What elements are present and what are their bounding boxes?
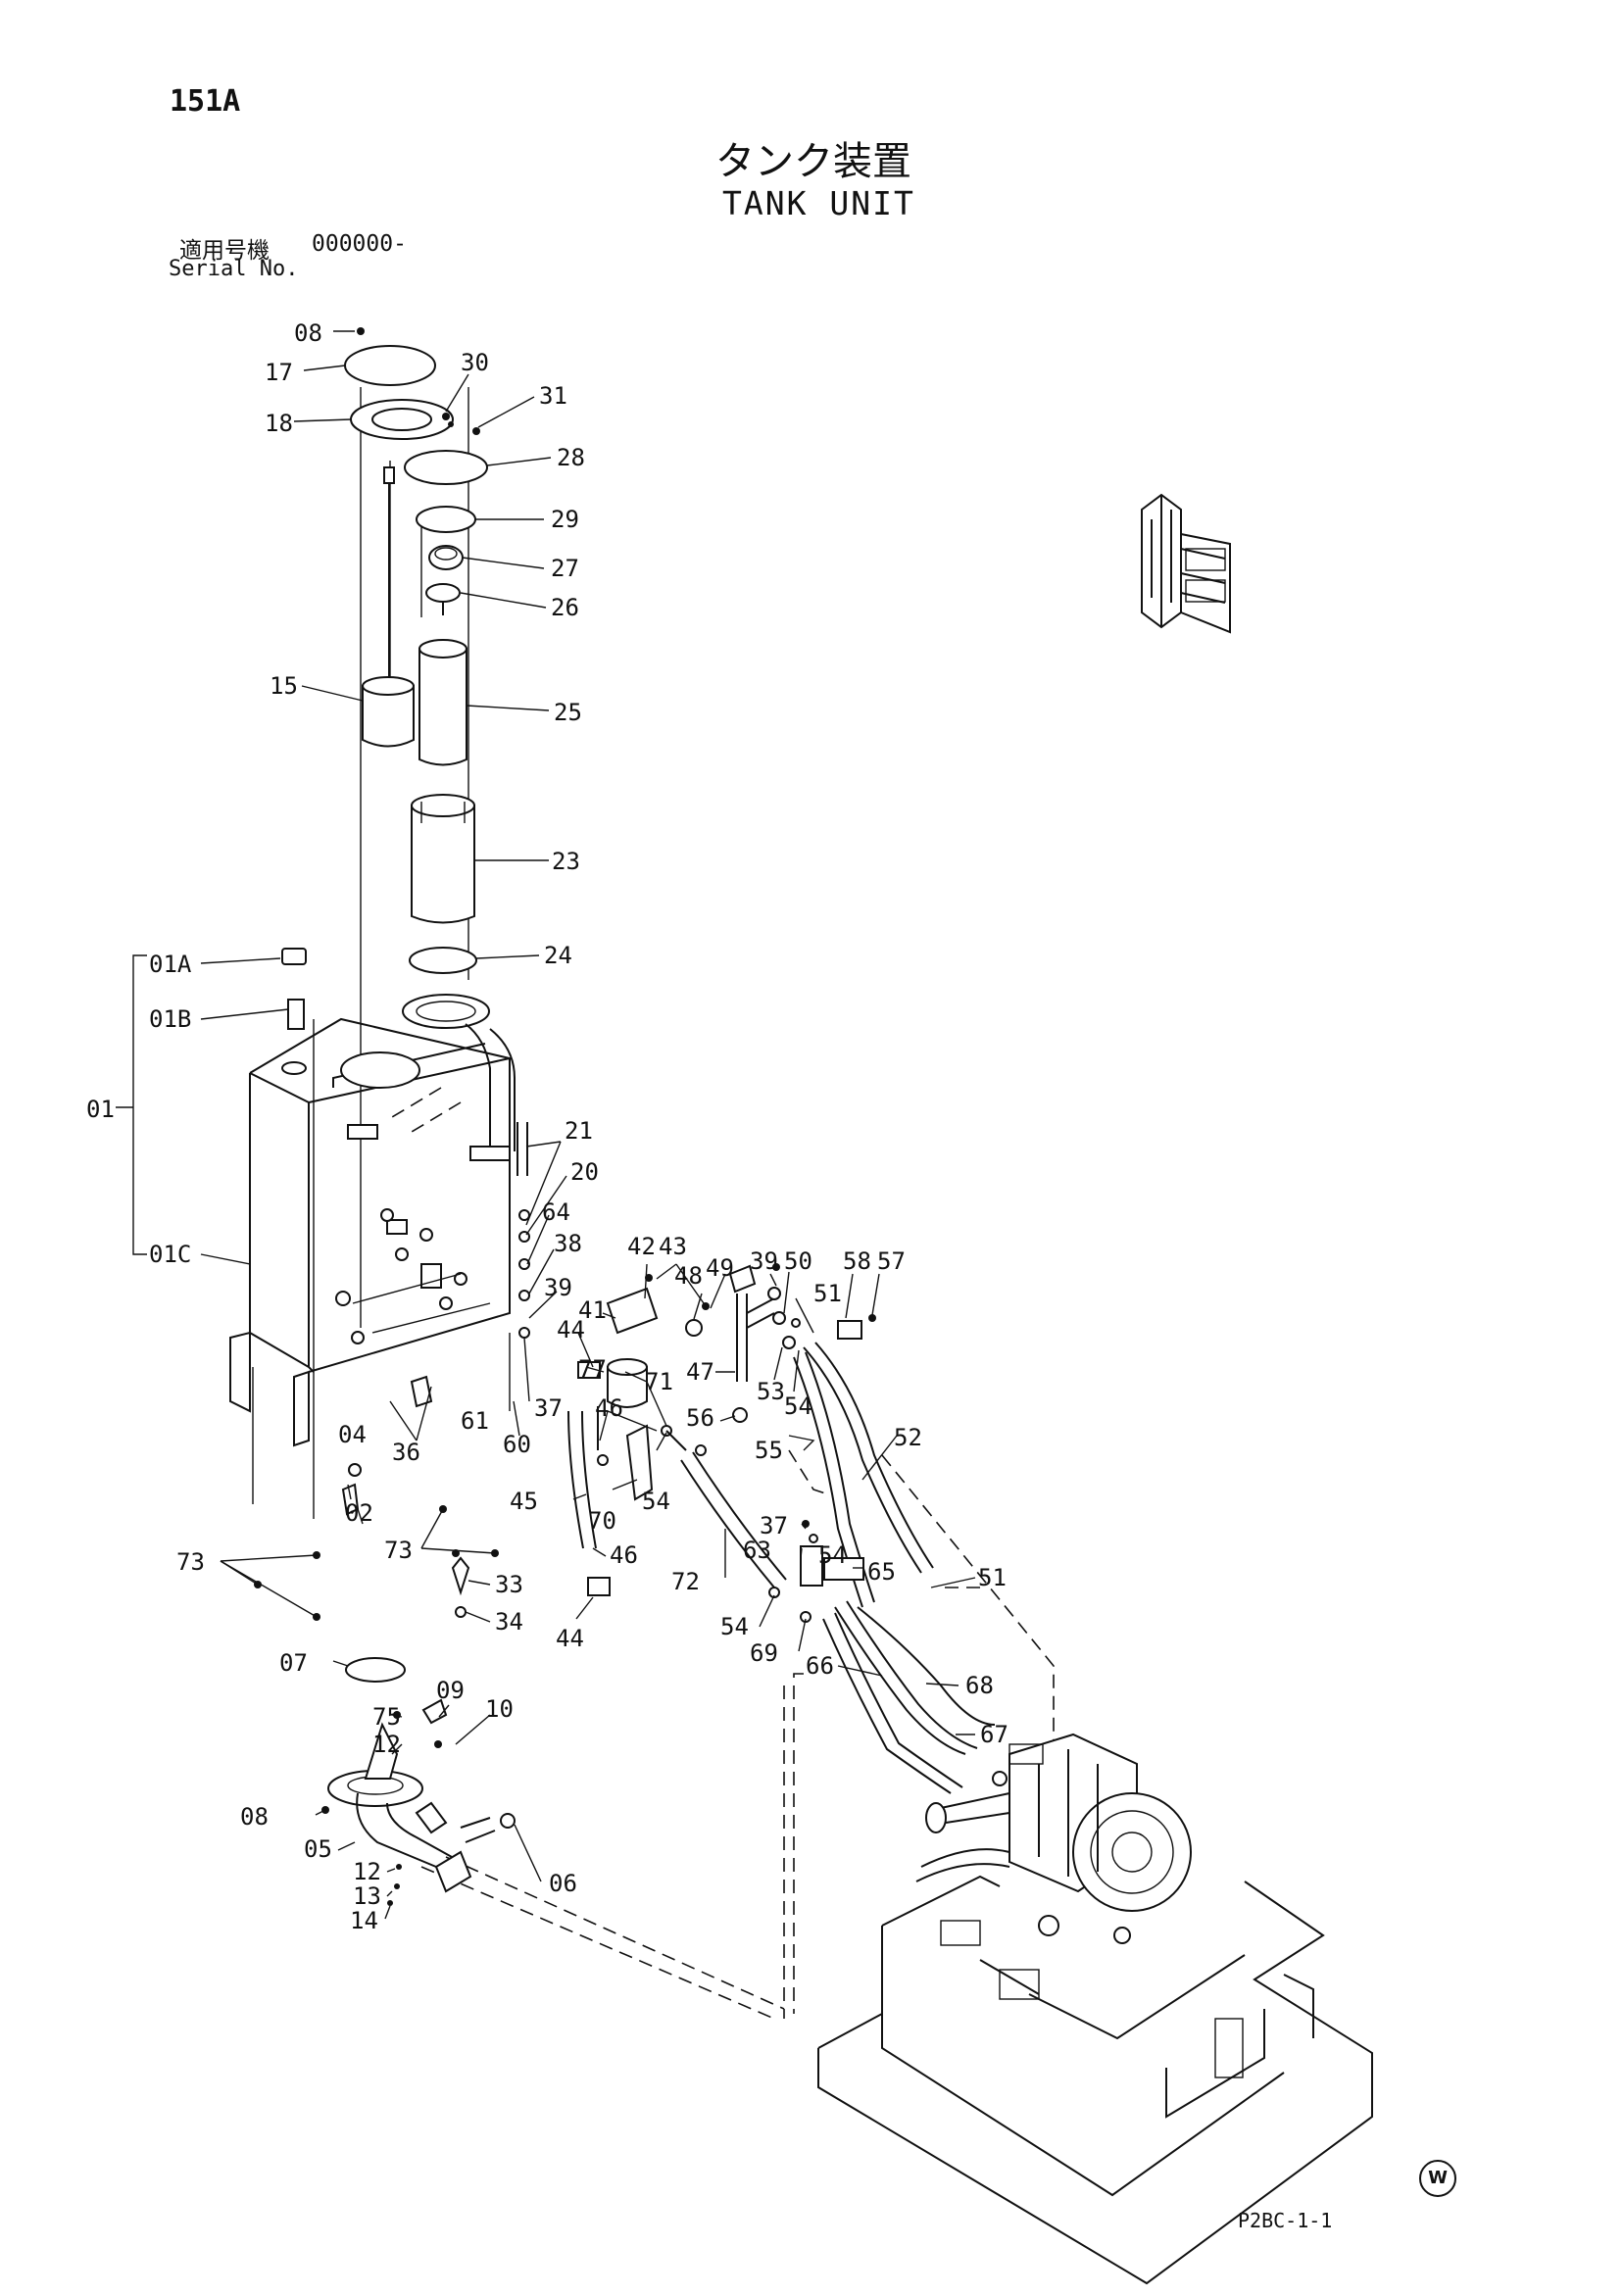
callout-28: 28 (557, 444, 585, 471)
page-title-english: TANK UNIT (722, 184, 915, 222)
callout-44b: 44 (556, 1625, 584, 1652)
pump-hoses (768, 1342, 996, 1794)
callout-64: 64 (542, 1198, 570, 1226)
callout-61: 61 (461, 1407, 489, 1435)
callout-04: 04 (338, 1421, 367, 1448)
callout-01C: 01C (149, 1241, 191, 1268)
callout-leader-lines (116, 330, 976, 1920)
callout-12b: 12 (353, 1858, 381, 1885)
callout-33: 33 (495, 1571, 523, 1598)
callout-08b: 08 (240, 1803, 269, 1831)
callout-24: 24 (544, 942, 572, 969)
callout-43: 43 (659, 1233, 687, 1260)
callout-02: 02 (345, 1499, 373, 1527)
callout-52: 52 (894, 1424, 922, 1451)
callout-29: 29 (551, 506, 579, 533)
callout-12a: 12 (372, 1731, 401, 1758)
assembly-leader-lines (420, 1449, 1055, 2020)
callout-77: 77 (578, 1355, 607, 1383)
callout-36: 36 (392, 1439, 420, 1466)
callout-53: 53 (757, 1378, 785, 1405)
suction-pipe-assembly (254, 1375, 516, 1906)
callout-01: 01 (86, 1096, 115, 1123)
callout-48: 48 (674, 1262, 703, 1290)
callout-05: 05 (304, 1835, 332, 1863)
callout-67: 67 (980, 1721, 1008, 1748)
callout-73b: 73 (384, 1537, 413, 1564)
page-number: 151A (170, 84, 241, 119)
callout-58: 58 (843, 1247, 871, 1275)
callout-55: 55 (755, 1437, 783, 1464)
hydraulic-tank-body (229, 948, 530, 1447)
return-filter-fittings (567, 1263, 876, 1596)
callout-71: 71 (645, 1368, 673, 1395)
callout-41: 41 (578, 1296, 607, 1324)
callout-37a: 37 (534, 1394, 563, 1422)
callout-39b: 39 (750, 1247, 778, 1275)
callout-60: 60 (503, 1431, 531, 1458)
callout-27: 27 (551, 555, 579, 582)
callout-63: 63 (743, 1537, 771, 1564)
callout-14: 14 (350, 1907, 378, 1934)
callout-54c: 54 (818, 1541, 847, 1569)
callout-labels: 08 17 18 30 31 28 29 27 26 15 25 23 24 0… (86, 319, 1008, 1934)
callout-23: 23 (552, 848, 580, 875)
machine-location-thumbnail (1141, 493, 1231, 634)
callout-31: 31 (539, 382, 567, 410)
callout-08a: 08 (294, 319, 322, 347)
callout-54a: 54 (784, 1392, 812, 1420)
callout-25: 25 (554, 699, 582, 726)
callout-51b: 51 (978, 1564, 1007, 1591)
callout-46b: 46 (610, 1541, 638, 1569)
callout-46a: 46 (595, 1394, 623, 1422)
callout-57: 57 (877, 1247, 906, 1275)
callout-39a: 39 (544, 1274, 572, 1301)
reference-code: P2BC-1-1 (1238, 2209, 1333, 2232)
upper-frame-and-pump (817, 1733, 1373, 2285)
callout-01A: 01A (149, 951, 192, 978)
cover-assembly-parts (344, 327, 488, 974)
callout-72: 72 (671, 1568, 700, 1595)
callout-42: 42 (627, 1233, 656, 1260)
circled-w-marker: W (1419, 2160, 1456, 2197)
callout-15: 15 (270, 672, 298, 700)
callout-30: 30 (461, 349, 489, 376)
page-title-japanese: タンク装置 (715, 139, 911, 184)
callout-66: 66 (806, 1652, 834, 1680)
callout-56: 56 (686, 1404, 714, 1432)
callout-20: 20 (570, 1158, 599, 1186)
callout-68: 68 (965, 1672, 994, 1699)
callout-65: 65 (867, 1558, 896, 1586)
callout-47: 47 (686, 1358, 714, 1386)
callout-69: 69 (750, 1639, 778, 1667)
callout-50: 50 (784, 1247, 812, 1275)
callout-45: 45 (510, 1488, 538, 1515)
callout-06: 06 (549, 1870, 577, 1897)
callout-09: 09 (436, 1677, 465, 1704)
callout-37b: 37 (760, 1512, 788, 1539)
callout-01B: 01B (149, 1005, 191, 1033)
callout-44a: 44 (557, 1316, 585, 1343)
callout-17: 17 (265, 359, 293, 386)
callout-73a: 73 (176, 1548, 205, 1576)
callout-26: 26 (551, 594, 579, 621)
callout-34: 34 (495, 1608, 523, 1636)
callout-49: 49 (706, 1254, 734, 1282)
callout-54b: 54 (642, 1488, 670, 1515)
serial-label-japanese: 適用号機 (179, 238, 270, 264)
callout-75: 75 (372, 1703, 401, 1731)
callout-38: 38 (554, 1230, 582, 1257)
callout-54d: 54 (720, 1613, 749, 1640)
callout-21: 21 (565, 1117, 593, 1145)
callout-18: 18 (265, 410, 293, 437)
serial-number-value: 000000- (312, 231, 407, 257)
callout-13: 13 (353, 1882, 381, 1910)
callout-51a: 51 (813, 1280, 842, 1307)
callout-70: 70 (588, 1507, 616, 1535)
callout-10: 10 (485, 1695, 514, 1723)
serial-label-english: Serial No. (169, 257, 299, 281)
callout-07: 07 (279, 1649, 308, 1677)
